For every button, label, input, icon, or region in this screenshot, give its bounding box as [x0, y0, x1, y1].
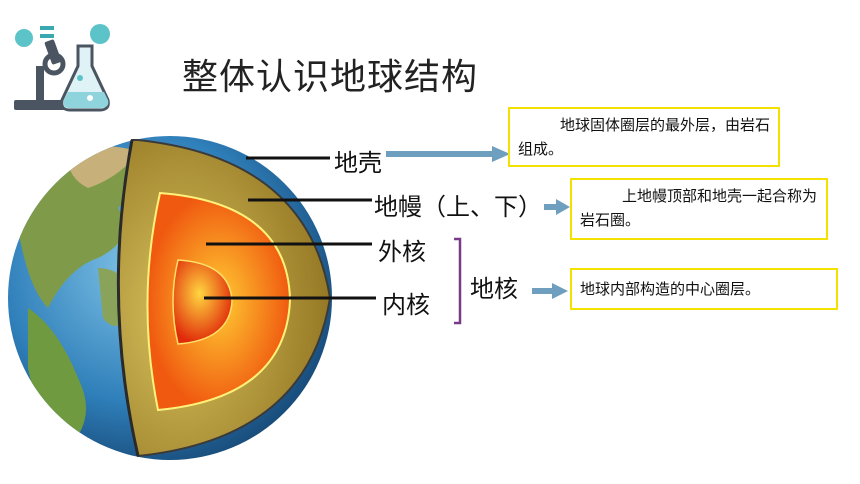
page-title: 整体认识地球结构: [182, 57, 479, 98]
core-bracket: [454, 237, 462, 325]
label-mantle: 地幔（上、下）: [374, 193, 542, 221]
label-inner-core: 内核: [382, 291, 430, 319]
lab-flask-logo-icon: [14, 24, 110, 112]
arrow-mantle-icon: [544, 199, 570, 215]
label-core-group: 地核: [470, 275, 518, 303]
note-core: 地球内部构造的中心圈层。: [570, 268, 838, 310]
arrow-core-icon: [532, 283, 568, 299]
note-crust: 地球固体圈层的最外层，由岩石组成。: [508, 107, 780, 167]
arrow-crust-icon: [386, 146, 510, 162]
earth-cutaway-diagram: [8, 136, 376, 460]
note-mantle: 上地幔顶部和地壳一起合称为岩石圈。: [570, 178, 828, 240]
label-outer-core: 外核: [378, 238, 426, 266]
label-crust: 地壳: [334, 149, 382, 177]
